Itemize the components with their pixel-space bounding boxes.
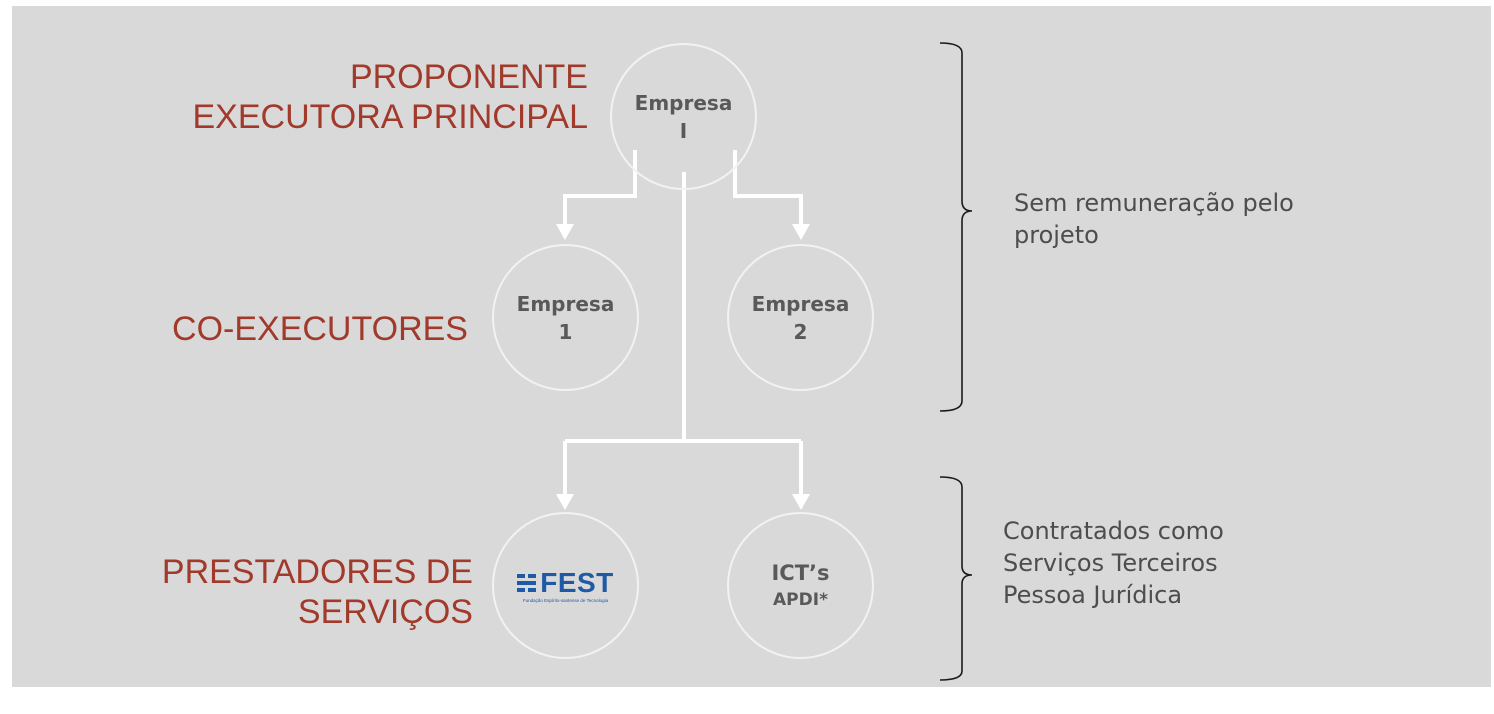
connector-main-to-co2 [733, 150, 803, 228]
fest-logo-subtitle: Fundação Espírito-santense de Tecnologia [522, 597, 609, 603]
node-main-label-2: I [679, 118, 688, 143]
fest-logo: FEST Fundação Espírito-santense de Tecno… [517, 566, 614, 604]
brace-contracted [939, 476, 973, 681]
role-providers-line-1: PRESTADORES DE [161, 553, 473, 591]
note-unpaid-line-2: projeto [1014, 221, 1099, 249]
node-ict: ICT’s APDI* [727, 512, 874, 659]
node-co1-label-1: Empresa [516, 291, 615, 316]
arrowhead-co2 [792, 224, 810, 240]
arrowhead-ict [792, 494, 810, 510]
arrowhead-co1 [556, 224, 574, 240]
note-unpaid: Sem remuneração pelo projeto [1014, 187, 1294, 251]
node-co-executor-2: Empresa 2 [727, 244, 874, 391]
note-contracted-line-3: Pessoa Jurídica [1003, 581, 1183, 609]
node-main-company: Empresa I [610, 43, 757, 190]
role-coexecutors-line-1: CO-EXECUTORES [172, 310, 468, 348]
note-contracted-line-1: Contratados como [1003, 517, 1224, 545]
fest-logo-text: FEST [540, 566, 614, 598]
node-ict-label-2: APDI* [773, 589, 828, 610]
node-co-executor-1: Empresa 1 [492, 244, 639, 391]
note-contracted-line-2: Serviços Terceiros [1003, 549, 1218, 577]
role-providers: PRESTADORES DE SERVIÇOS [162, 552, 473, 632]
node-ict-label-1: ICT’s [771, 560, 830, 585]
node-co2-label-2: 2 [793, 319, 808, 344]
role-proponent-line-1: PROPONENTE [349, 58, 588, 96]
node-main-label-1: Empresa [634, 90, 733, 115]
role-proponent-line-2: EXECUTORA PRINCIPAL [192, 98, 588, 136]
connector-to-fest [563, 439, 801, 498]
node-fest: FEST Fundação Espírito-santense de Tecno… [492, 512, 639, 659]
note-contracted: Contratados como Serviços Terceiros Pess… [1003, 515, 1224, 611]
role-proponent: PROPONENTE EXECUTORA PRINCIPAL [192, 57, 588, 137]
node-co2-label-1: Empresa [751, 291, 850, 316]
arrowhead-fest [556, 494, 574, 510]
note-unpaid-line-1: Sem remuneração pelo [1014, 189, 1294, 217]
connector-main-to-co1 [563, 150, 637, 228]
fest-logo-icon [517, 573, 537, 592]
brace-unpaid [939, 42, 973, 412]
role-coexecutors: CO-EXECUTORES [172, 309, 468, 349]
role-providers-line-2: SERVIÇOS [297, 593, 473, 631]
node-co1-label-2: 1 [558, 319, 573, 344]
